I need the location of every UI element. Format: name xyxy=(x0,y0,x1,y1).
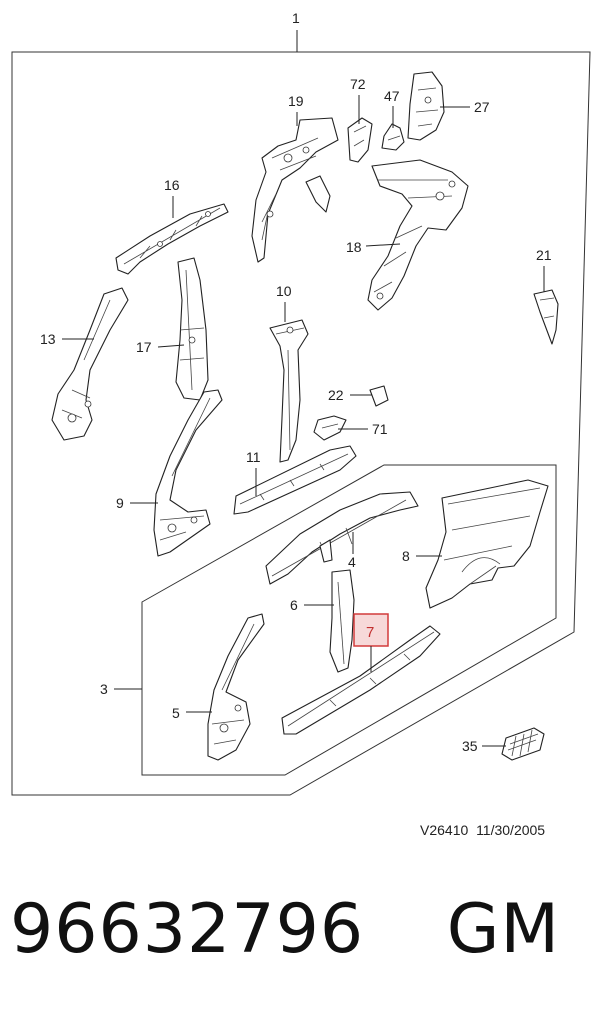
svg-text:21: 21 xyxy=(536,247,552,263)
part-47 xyxy=(381,123,405,151)
svg-text:27: 27 xyxy=(474,99,490,115)
callout-3: 3 xyxy=(100,681,142,697)
callout-16: 16 xyxy=(164,177,180,218)
part-21 xyxy=(533,289,559,345)
part-footer: 96632796 GM xyxy=(10,890,590,969)
svg-text:16: 16 xyxy=(164,177,180,193)
callout-21: 21 xyxy=(536,247,552,292)
callout-17: 17 xyxy=(136,339,185,355)
svg-text:71: 71 xyxy=(372,421,388,437)
callout-10: 10 xyxy=(276,283,292,322)
parts-diagram: 1 72 47 27 19 16 18 21 10 13 17 22 xyxy=(11,10,591,796)
svg-text:11: 11 xyxy=(246,449,261,465)
part-number: 96632796 xyxy=(10,890,365,969)
svg-text:13: 13 xyxy=(40,331,56,347)
callout-4: 4 xyxy=(348,532,356,570)
svg-text:1: 1 xyxy=(292,10,300,26)
part-22 xyxy=(369,385,389,407)
svg-text:6: 6 xyxy=(290,597,298,613)
svg-text:22: 22 xyxy=(328,387,344,403)
part-71 xyxy=(313,415,347,441)
drawing-date: 11/30/2005 xyxy=(476,822,546,838)
callout-27: 27 xyxy=(440,99,490,115)
part-35 xyxy=(501,727,545,761)
callout-72: 72 xyxy=(350,76,366,124)
callout-8: 8 xyxy=(402,548,442,564)
svg-text:7: 7 xyxy=(366,624,374,641)
drawing-reference: V26410 11/30/2005 xyxy=(420,822,590,838)
callout-13: 13 xyxy=(40,331,94,347)
svg-text:4: 4 xyxy=(348,554,356,570)
part-4 xyxy=(265,491,419,585)
callout-7: 7 xyxy=(353,613,389,672)
part-16 xyxy=(115,203,229,275)
callout-35: 35 xyxy=(462,738,506,754)
part-18 xyxy=(367,159,469,311)
svg-text:5: 5 xyxy=(172,705,180,721)
part-17 xyxy=(175,257,209,401)
part-19 xyxy=(251,117,339,263)
part-6 xyxy=(329,569,355,673)
callout-18: 18 xyxy=(346,239,401,255)
callout-9: 9 xyxy=(116,495,158,511)
svg-text:9: 9 xyxy=(116,495,124,511)
part-9 xyxy=(153,389,223,557)
callout-22: 22 xyxy=(328,387,372,403)
callout-6: 6 xyxy=(290,597,334,613)
part-8 xyxy=(425,479,549,609)
svg-text:47: 47 xyxy=(384,88,400,104)
svg-text:19: 19 xyxy=(288,93,304,109)
callout-47: 47 xyxy=(384,88,400,128)
callout-71: 71 xyxy=(338,421,388,437)
part-10 xyxy=(269,319,309,463)
callout-19: 19 xyxy=(288,93,304,126)
svg-text:72: 72 xyxy=(350,76,366,92)
drawing-code: V26410 xyxy=(420,822,469,838)
part-13 xyxy=(51,287,129,441)
svg-text:3: 3 xyxy=(100,681,108,697)
callout-1: 1 xyxy=(292,10,300,52)
part-72 xyxy=(347,117,373,163)
callout-5: 5 xyxy=(172,705,212,721)
assembly-frame xyxy=(11,51,591,796)
part-7 xyxy=(281,625,441,735)
svg-text:17: 17 xyxy=(136,339,152,355)
brand-name: GM xyxy=(446,890,561,969)
part-27 xyxy=(407,71,445,141)
svg-text:10: 10 xyxy=(276,283,292,299)
svg-text:18: 18 xyxy=(346,239,362,255)
callout-11: 11 xyxy=(246,449,261,496)
part-11 xyxy=(233,445,357,515)
svg-text:8: 8 xyxy=(402,548,410,564)
svg-text:35: 35 xyxy=(462,738,478,754)
part-5 xyxy=(207,613,265,761)
subassembly-frame xyxy=(141,464,557,776)
